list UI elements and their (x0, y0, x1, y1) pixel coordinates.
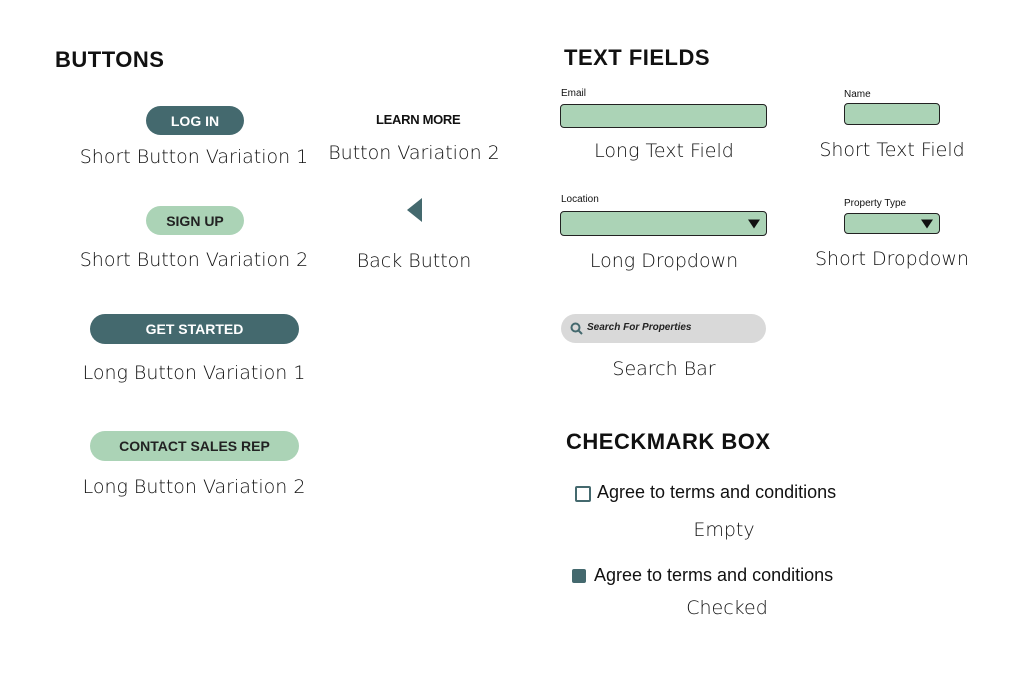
empty-caption: Empty (693, 519, 755, 541)
search-bar[interactable]: Search For Properties (561, 314, 766, 343)
email-field[interactable] (560, 104, 767, 128)
contact-sales-button[interactable]: CONTACT SALES REP (90, 431, 299, 461)
login-button[interactable]: LOG IN (146, 106, 244, 135)
checked-checkbox[interactable] (572, 569, 586, 583)
signup-caption: Short Button Variation 2 (79, 249, 309, 271)
location-dropdown[interactable] (560, 211, 767, 236)
empty-checkbox[interactable] (575, 486, 591, 502)
checkmark-heading: CHECKMARK BOX (566, 429, 771, 454)
search-icon (570, 322, 583, 335)
property-type-caption: Short Dropdown (814, 248, 970, 270)
learn-more-caption: Button Variation 2 (328, 142, 500, 164)
contact-caption: Long Button Variation 2 (82, 476, 306, 498)
checked-caption: Checked (686, 597, 768, 619)
back-caption: Back Button (356, 250, 472, 272)
name-caption: Short Text Field (819, 139, 965, 161)
location-label: Location (561, 194, 599, 205)
email-caption: Long Text Field (594, 140, 734, 162)
back-triangle-icon[interactable] (407, 198, 422, 222)
text-fields-heading: TEXT FIELDS (564, 45, 711, 70)
buttons-heading: BUTTONS (55, 47, 165, 72)
location-caption: Long Dropdown (589, 250, 739, 272)
learn-more-button[interactable]: LEARN MORE (376, 112, 461, 127)
checked-checkbox-label: Agree to terms and conditions (594, 565, 834, 585)
empty-checkbox-label: Agree to terms and conditions (597, 482, 837, 502)
name-field[interactable] (844, 103, 940, 125)
email-label: Email (561, 88, 587, 99)
login-caption: Short Button Variation 1 (79, 146, 309, 168)
property-type-dropdown[interactable] (844, 213, 940, 234)
dropdown-arrow-icon (921, 219, 933, 228)
search-placeholder: Search For Properties (587, 322, 692, 333)
get-started-caption: Long Button Variation 1 (82, 362, 306, 384)
signup-button[interactable]: SIGN UP (146, 206, 244, 235)
get-started-button[interactable]: GET STARTED (90, 314, 299, 344)
dropdown-arrow-icon (748, 219, 760, 228)
search-caption: Search Bar (612, 358, 716, 380)
name-label: Name (844, 89, 871, 100)
property-type-label: Property Type (844, 198, 907, 209)
